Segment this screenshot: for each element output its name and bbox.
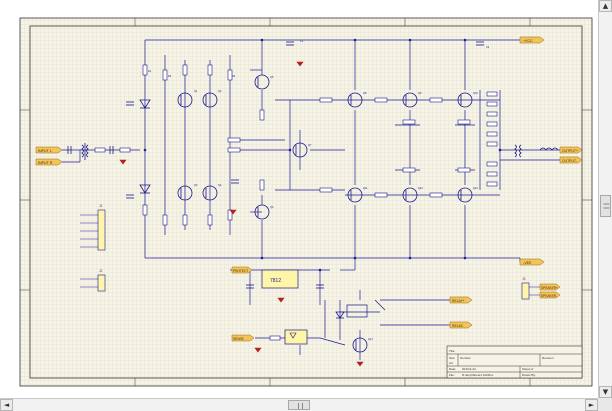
svg-text:Q1: Q1 xyxy=(194,90,198,93)
sheet-inner-border xyxy=(29,25,583,379)
svg-text:Q8: Q8 xyxy=(363,92,367,95)
scroll-left-button[interactable]: ◄ xyxy=(0,399,13,411)
transistor-symbols xyxy=(177,74,473,353)
date-label: Date: xyxy=(449,367,456,371)
output-port-minus: OUTPUT- xyxy=(559,156,583,164)
svg-text:OUTPUT+: OUTPUT+ xyxy=(562,149,578,153)
svg-text:SPEAKER+: SPEAKER+ xyxy=(541,286,558,290)
svg-text:7812: 7812 xyxy=(270,278,281,284)
input-port-l: INPUT L xyxy=(35,146,63,154)
connector-labels: J1 J2 J3 xyxy=(99,204,526,281)
number-label: Number xyxy=(460,356,471,360)
vertical-scrollbar[interactable]: ▲ ▼ xyxy=(598,0,612,398)
svg-text:RELAY-: RELAY- xyxy=(452,324,464,328)
svg-text:J2: J2 xyxy=(99,269,103,273)
connector-j3 xyxy=(521,282,540,300)
file-label: File: xyxy=(449,373,455,377)
svg-text:R3: R3 xyxy=(232,75,236,78)
vertical-thumb-grip xyxy=(603,203,610,209)
scroll-up-icon: ▲ xyxy=(602,2,609,10)
speaker-port-plus: SPEAKER+ xyxy=(539,283,561,291)
scroll-down-icon: ▼ xyxy=(602,388,609,396)
svg-text:-VEE: -VEE xyxy=(523,261,532,265)
svg-text:Q4: Q4 xyxy=(218,184,222,187)
svg-text:+VCC: +VCC xyxy=(523,39,533,43)
vertical-scroll-thumb[interactable] xyxy=(600,195,611,218)
scrollbar-corner xyxy=(598,398,612,411)
horizontal-thumb-grip xyxy=(298,403,303,409)
connector-j2 xyxy=(80,274,106,292)
power-port-right: -VEE xyxy=(519,258,545,266)
regulator-ic: 7812 xyxy=(261,269,299,289)
relay-port-plus: RELAY+ xyxy=(449,296,473,304)
power-port-top: +VCC xyxy=(519,36,545,44)
svg-text:Q3: Q3 xyxy=(194,184,198,187)
svg-text:INPUT R: INPUT R xyxy=(38,161,53,165)
svg-text:C1: C1 xyxy=(300,40,304,43)
svg-text:Q13: Q13 xyxy=(473,187,478,190)
zone-ticks xyxy=(20,18,592,386)
svg-text:R2: R2 xyxy=(168,75,172,78)
svg-text:C2: C2 xyxy=(486,46,490,49)
svg-text:SENSE: SENSE xyxy=(233,337,244,341)
capacitor-symbols xyxy=(67,41,484,289)
svg-text:J3: J3 xyxy=(522,277,526,281)
output-port-plus: OUTPUT+ xyxy=(559,146,583,154)
connector-j1 xyxy=(80,209,106,251)
scroll-right-icon: ► xyxy=(588,401,595,409)
svg-text:RELAY+: RELAY+ xyxy=(452,299,465,303)
speaker-port-minus: SPEAKER- xyxy=(539,291,561,299)
sense-port: SENSE xyxy=(231,334,255,342)
svg-text:Q14: Q14 xyxy=(368,338,373,341)
svg-text:Q7: Q7 xyxy=(308,144,312,147)
svg-text:Q10: Q10 xyxy=(473,92,478,95)
zener-diodes xyxy=(139,99,345,319)
title-block: Title Size A4 Number Revision Date: 2013… xyxy=(446,345,583,379)
sheet-grid-overlay xyxy=(20,18,592,386)
scroll-up-button[interactable]: ▲ xyxy=(599,0,612,12)
horizontal-scrollbar[interactable]: ◄ ► xyxy=(0,398,598,411)
input-transformer xyxy=(81,143,559,160)
scroll-down-button[interactable]: ▼ xyxy=(599,386,612,398)
ground-symbols xyxy=(119,61,364,367)
svg-text:PROTECT: PROTECT xyxy=(233,269,248,273)
horizontal-scroll-thumb[interactable] xyxy=(288,400,310,410)
scroll-right-button[interactable]: ► xyxy=(585,399,598,411)
date-value: 2013-6-24 xyxy=(462,367,476,371)
size-value: A4 xyxy=(449,361,453,365)
size-label: Size xyxy=(449,356,455,360)
svg-text:SPEAKER-: SPEAKER- xyxy=(541,294,557,298)
junction-dots xyxy=(143,38,502,272)
svg-text:Q11: Q11 xyxy=(363,187,368,190)
sheet-label: Sheet of xyxy=(522,367,533,371)
svg-text:Q5: Q5 xyxy=(270,76,274,79)
relay-symbol xyxy=(346,299,386,318)
svg-text:R1: R1 xyxy=(148,70,152,73)
schematic-sheet: 7812 xyxy=(19,17,593,387)
svg-text:J1: J1 xyxy=(99,204,103,208)
svg-text:OUTPUT-: OUTPUT- xyxy=(562,159,577,163)
input-port-r: INPUT R xyxy=(35,158,63,166)
optocoupler-ic xyxy=(284,329,308,345)
file-value: D:\amp\Sheet1.SchDoc xyxy=(462,373,494,377)
drawn-by-label: Drawn By: xyxy=(522,373,536,377)
resistor-symbols xyxy=(94,64,498,341)
protect-port: PROTECT xyxy=(231,266,253,274)
svg-text:Q6: Q6 xyxy=(270,206,274,209)
transistor-pins xyxy=(180,77,462,350)
relay-port-minus: RELAY- xyxy=(449,321,473,329)
svg-text:Q9: Q9 xyxy=(418,92,422,95)
scroll-left-icon: ◄ xyxy=(3,401,10,409)
svg-text:INPUT L: INPUT L xyxy=(38,149,52,153)
svg-text:Q12: Q12 xyxy=(418,187,423,190)
title-label: Title xyxy=(449,349,455,353)
svg-text:Q2: Q2 xyxy=(218,90,222,93)
sheet-outer-border xyxy=(19,17,593,387)
schematic-canvas[interactable]: 7812 xyxy=(0,0,598,398)
revision-label: Revision xyxy=(542,356,554,360)
